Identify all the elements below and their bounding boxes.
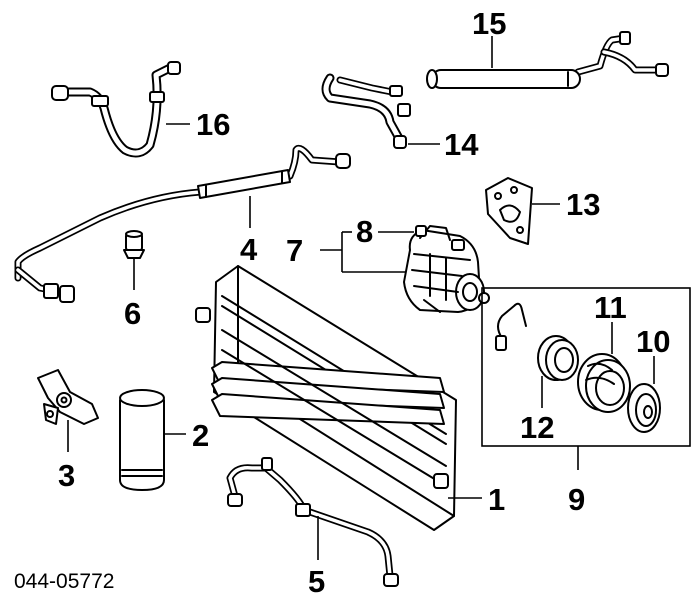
callout-15: 15 <box>472 6 506 41</box>
part-3-bracket <box>37 369 99 425</box>
callout-10: 10 <box>636 324 670 359</box>
part-14-hose <box>321 73 411 149</box>
part-1-condenser <box>195 265 457 531</box>
callout-11: 11 <box>594 290 627 325</box>
part-9-clutch-group <box>481 287 691 447</box>
part-16-hose <box>51 61 181 158</box>
callout-1: 1 <box>488 482 505 517</box>
callout-6: 6 <box>124 296 141 331</box>
callouts: 15 16 14 13 4 6 7 8 11 10 12 2 3 1 9 5 <box>58 6 670 599</box>
part-12-field-coil <box>495 302 579 381</box>
part-15-hose <box>426 31 669 89</box>
part-4-pipe <box>14 144 351 303</box>
callout-9: 9 <box>568 482 585 517</box>
callout-4: 4 <box>240 232 258 267</box>
diagram-code: 044-05772 <box>14 570 114 593</box>
callout-5: 5 <box>308 564 325 599</box>
callout-16: 16 <box>196 107 230 142</box>
part-13-gasket <box>485 177 533 245</box>
callout-3: 3 <box>58 458 75 493</box>
callout-14: 14 <box>444 127 479 162</box>
part-5-pipe <box>226 457 399 587</box>
part-10-pressure-plate <box>627 383 661 433</box>
callout-12: 12 <box>520 410 554 445</box>
part-11-pulley <box>577 353 631 413</box>
callout-13: 13 <box>566 187 600 222</box>
callout-8: 8 <box>356 214 373 249</box>
callout-7: 7 <box>286 233 303 268</box>
leader-lines <box>67 36 655 560</box>
part-7-compressor <box>403 225 490 313</box>
callout-2: 2 <box>192 418 209 453</box>
clutch-group-frame <box>481 287 691 447</box>
part-2-receiver <box>119 389 165 491</box>
part-6-switch <box>123 230 145 259</box>
